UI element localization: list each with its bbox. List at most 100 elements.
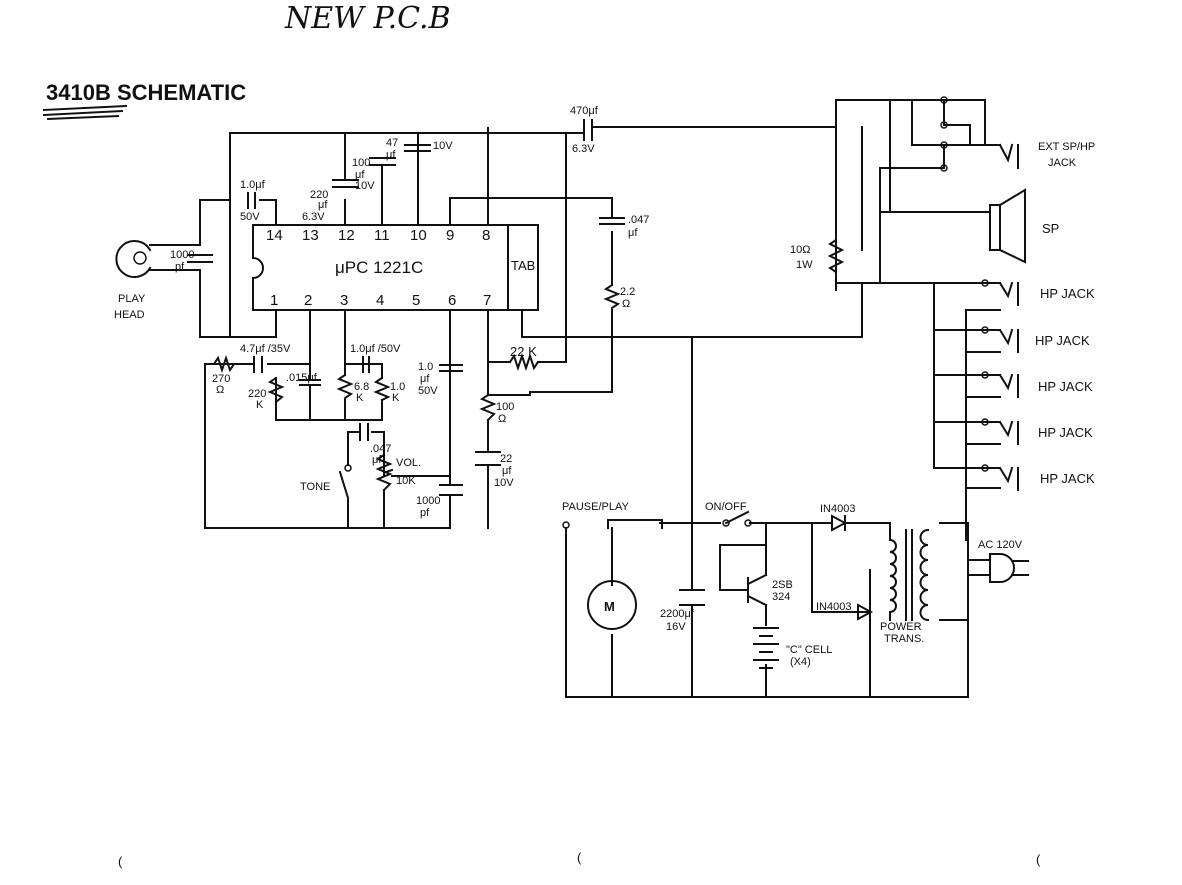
plug-body [989,553,1015,583]
head-gap [133,251,147,265]
cap-label: 1000 [170,249,194,261]
switch-terminal [344,464,352,472]
pin-label: 14 [266,227,283,244]
jack-contact [987,466,1019,491]
resistor-label: 100 [496,401,514,413]
motor-label: M [604,599,615,614]
switch-terminal [744,519,752,527]
resistor-label: 220 [248,388,266,400]
ic-body [252,224,509,311]
pin-label: 4 [376,292,384,309]
cap-symbol [475,451,501,466]
battery: "C" CELL (X4) [753,627,832,669]
ic-bottom-pins: 1 2 3 4 5 6 7 [270,292,491,309]
resistor-10-ohm: 10Ω 1W [790,238,845,274]
speaker-cone [998,188,1026,264]
resistor-zigzag [212,354,236,374]
ic-tab-label: TAB [511,258,535,273]
resistor-label: Ω [622,298,630,310]
resistor-label: 270 [212,373,230,385]
resistor-label: 22 K [510,344,537,359]
cap-symbol [404,144,431,152]
transformer-label: TRANS. [884,633,924,645]
pin-label: 8 [482,227,490,244]
pin-label: 6 [448,292,456,309]
play-head-label: HEAD [114,309,145,321]
cap-label: 100 [352,157,370,169]
cap-470uf: 470μf 6.3V [567,105,601,155]
cap-symbol [253,356,263,373]
cap-label: 50V [418,385,438,397]
play-head: PLAY HEAD [114,240,152,321]
cap-label: 10V [355,180,375,192]
cap-label: 220 [310,189,328,201]
cap-symbol [299,379,321,386]
cap-047-top: .047 μf [599,214,649,239]
cap-label: μf [318,199,328,211]
page-title: 3410B SCHEMATIC [46,80,246,105]
transistor-symbol [739,573,768,607]
resistor-label: 10Ω [790,244,810,256]
diode-1: IN4003 [820,503,855,532]
vol-label: 10K [396,475,416,487]
transistor-2sb324: 2SB 324 [739,573,793,607]
speaker-label: SP [1042,221,1059,236]
transistor-label: 324 [772,591,790,603]
ac-plug: AC 120V [967,539,1029,583]
cap-label: 22 [500,453,512,465]
cap-label: .047 [628,214,649,226]
pin-label: 2 [304,292,312,309]
resistor-zigzag [827,238,845,274]
ic-upc1221c: μPC 1221C 14 13 12 11 10 9 8 1 2 3 4 5 6… [252,224,539,311]
hp-jack-label: HP JACK [1038,379,1093,394]
diode-symbol [857,603,874,621]
jack-contact [987,281,1019,306]
resistor-label: 2.2 [620,286,635,298]
binder-mark: ( [118,854,123,869]
plug-prongs [1011,560,1029,576]
cap-symbol [362,356,370,373]
cap-100uf: 100 μf 10V [352,157,396,192]
pause-play-label: PAUSE/PLAY [562,501,630,513]
cap-label: μf [420,373,430,385]
resistor-270: 270 Ω [212,354,236,396]
resistor-zigzag [373,376,391,402]
cap-symbol [567,119,601,141]
transformer-primary [888,538,897,614]
on-off-label: ON/OFF [705,501,747,513]
ext-jack-label: EXT SP/HP [1038,141,1095,153]
cap-label: μf [372,454,382,466]
resistor-label: K [356,392,364,404]
cap-symbol [359,423,369,441]
diode-label: IN4003 [816,601,851,613]
handwritten-note: NEW P.C.B [284,1,451,36]
switch-lever [338,470,350,500]
cap-symbol [187,254,213,263]
resistor-220k: 220 K [248,376,285,411]
pin-label: 11 [374,227,390,244]
pin-label: 10 [410,227,427,244]
cap-047-tone: .047 μf [359,423,391,466]
switch-terminal [562,521,570,529]
cap-2200uf: 2200μf 16V [660,589,705,633]
cap-47uf: 47 μf 10V [386,137,453,161]
wires-top [149,126,863,529]
cap-label: μf [502,465,512,477]
pot-wiper [384,468,394,474]
resistor-label: K [392,392,400,404]
cap-label: μf [386,149,396,161]
transformer-core [905,529,913,621]
resistor-label: K [256,399,264,411]
transformer-secondary [919,528,930,622]
ext-jack-label: JACK [1048,157,1077,169]
cap-22uf: 22 μf 10V [475,451,514,489]
binder-mark: ( [577,850,582,865]
jack-terminal [940,121,948,129]
cap-symbol [439,484,463,496]
wires-power [565,336,969,698]
volume-pot: VOL. 10K [375,453,421,492]
resistor-zigzag [508,352,540,372]
cap-label: 1.0μf [240,179,266,191]
